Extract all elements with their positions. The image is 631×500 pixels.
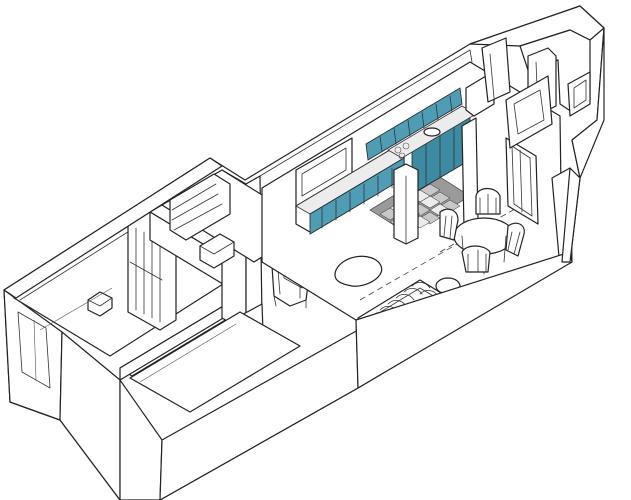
front-wall xyxy=(355,167,581,389)
dining-set xyxy=(439,187,525,275)
entry xyxy=(469,5,605,179)
kitchen xyxy=(295,75,495,245)
bath-corridor xyxy=(129,311,301,413)
